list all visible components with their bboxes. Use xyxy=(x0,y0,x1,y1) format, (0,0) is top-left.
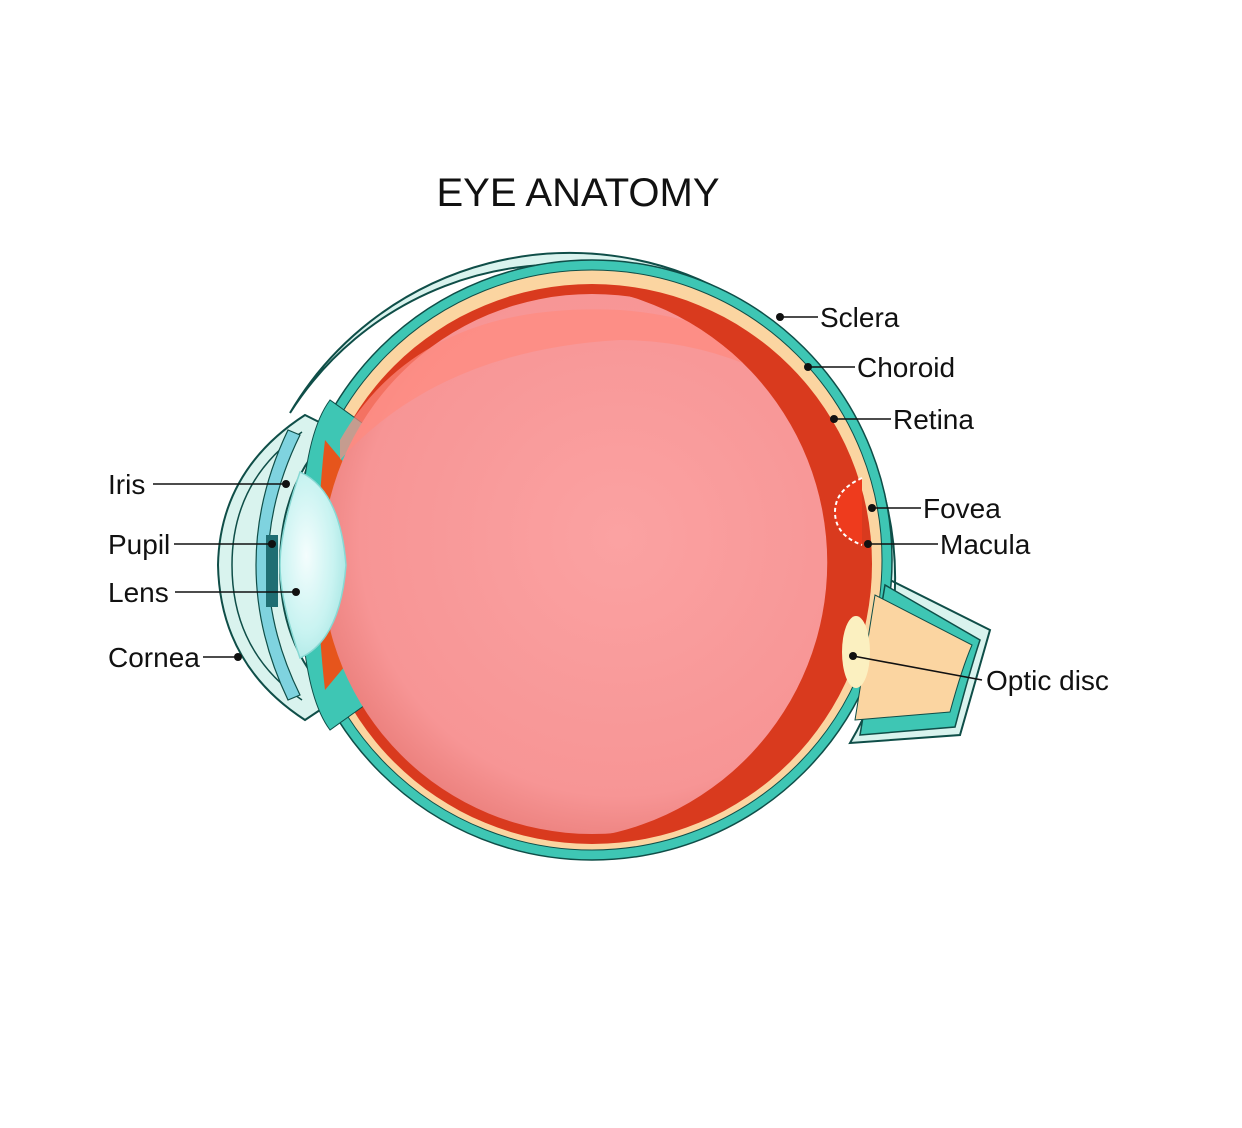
label-group-cornea: Cornea xyxy=(108,642,242,673)
iris xyxy=(255,429,301,701)
vitreous-body xyxy=(327,294,828,834)
label-fovea: Fovea xyxy=(923,493,1001,524)
label-group-fovea: Fovea xyxy=(868,493,1001,524)
label-group-pupil: Pupil xyxy=(108,529,276,560)
label-choroid: Choroid xyxy=(857,352,955,383)
macula-outline xyxy=(833,477,863,546)
label-group-macula: Macula xyxy=(864,529,1031,560)
label-retina: Retina xyxy=(893,404,974,435)
label-lens: Lens xyxy=(108,577,169,608)
label-group-optic-disc: Optic disc xyxy=(849,652,1109,696)
lens xyxy=(279,470,347,660)
label-iris: Iris xyxy=(108,469,145,500)
label-group-lens: Lens xyxy=(108,577,300,608)
label-optic-disc: Optic disc xyxy=(986,665,1109,696)
label-group-sclera: Sclera xyxy=(776,302,900,333)
label-macula: Macula xyxy=(940,529,1031,560)
label-sclera: Sclera xyxy=(820,302,900,333)
optic-disc xyxy=(842,616,870,688)
page-title: EYE ANATOMY xyxy=(436,171,719,215)
label-cornea: Cornea xyxy=(108,642,200,673)
vitreous-highlight xyxy=(340,309,828,460)
fovea-region xyxy=(835,478,862,545)
label-group-retina: Retina xyxy=(830,404,974,435)
cornea-inner-line xyxy=(231,431,303,701)
label-group-iris: Iris xyxy=(108,469,290,500)
label-group-choroid: Choroid xyxy=(804,352,955,383)
optic-nerve xyxy=(854,594,973,721)
label-pupil: Pupil xyxy=(108,529,170,560)
pupil xyxy=(266,535,278,607)
